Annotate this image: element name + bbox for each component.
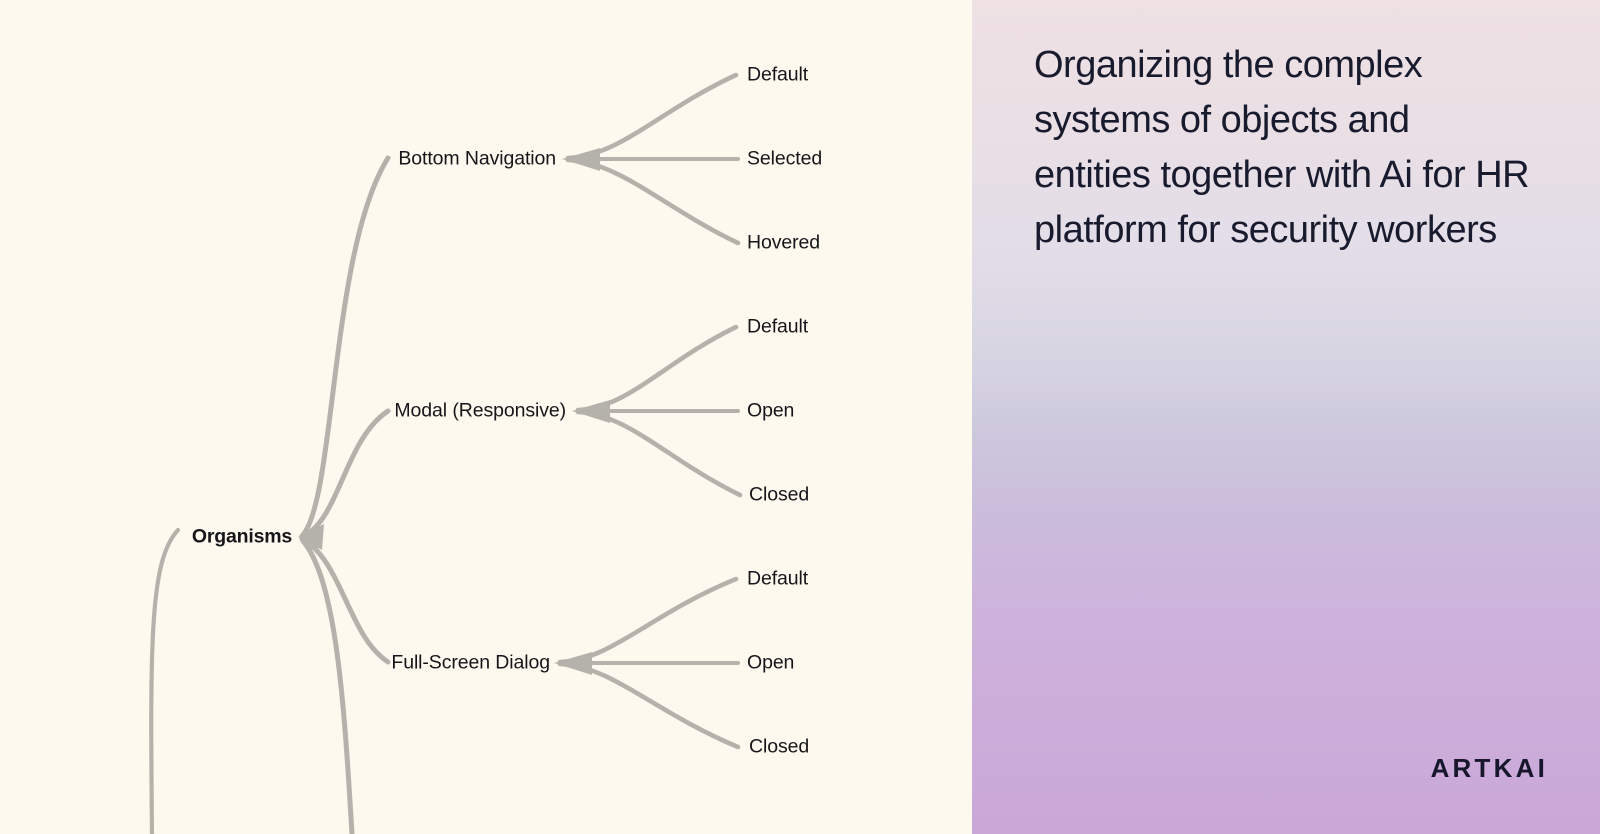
mindmap-branch-modal-responsive[interactable]: Modal (Responsive) [394,399,566,422]
connector-dialog-default [557,576,739,665]
junction-full-screen-dialog [554,652,592,675]
connector-root-offscreen-branch [300,538,355,834]
connector-root-full-screen-dialog [299,536,391,665]
mindmap-leaf-bottomnav-selected[interactable]: Selected [747,147,823,170]
mindmap-leaf-bottomnav-default[interactable]: Default [747,63,809,86]
mindmap-branch-bottom-navigation[interactable]: Bottom Navigation [398,147,556,170]
mindmap-leaf-dialog-closed[interactable]: Closed [749,735,810,758]
connector-modal-default [575,324,739,413]
connector-modal-closed [575,409,743,498]
junction-bottom-navigation [562,148,600,171]
junction-modal [572,400,610,423]
mindmap-panel: Organisms Bottom Navigation Modal (Respo… [149,63,823,834]
mindmap-leaf-dialog-open[interactable]: Open [747,651,795,674]
mindmap-root-organisms[interactable]: Organisms [191,525,292,548]
connector-dialog-closed [557,661,741,750]
artkai-logo: ARTKAI [1430,753,1548,783]
connector-bottomnav-default [565,72,739,161]
junction-root [298,524,324,550]
mindmap-leaf-dialog-default[interactable]: Default [747,567,809,590]
connector-bottomnav-hovered [565,157,741,246]
mindmap-leaf-modal-closed[interactable]: Closed [749,483,810,506]
promo-panel: Organizing the complex systems of object… [972,0,1600,834]
promo-headline: Organizing the complex systems of object… [1034,44,1530,252]
mindmap-leaf-modal-open[interactable]: Open [747,399,795,422]
mindmap-leaf-modal-default[interactable]: Default [747,315,809,338]
connector-root-bottom-navigation [299,155,391,539]
mindmap-leaf-bottomnav-hovered[interactable]: Hovered [747,231,821,254]
connector-parent-incoming [149,527,181,834]
connector-root-modal [299,408,391,540]
mindmap-branch-full-screen-dialog[interactable]: Full-Screen Dialog [391,651,550,674]
mindmap-connectors [149,72,743,834]
